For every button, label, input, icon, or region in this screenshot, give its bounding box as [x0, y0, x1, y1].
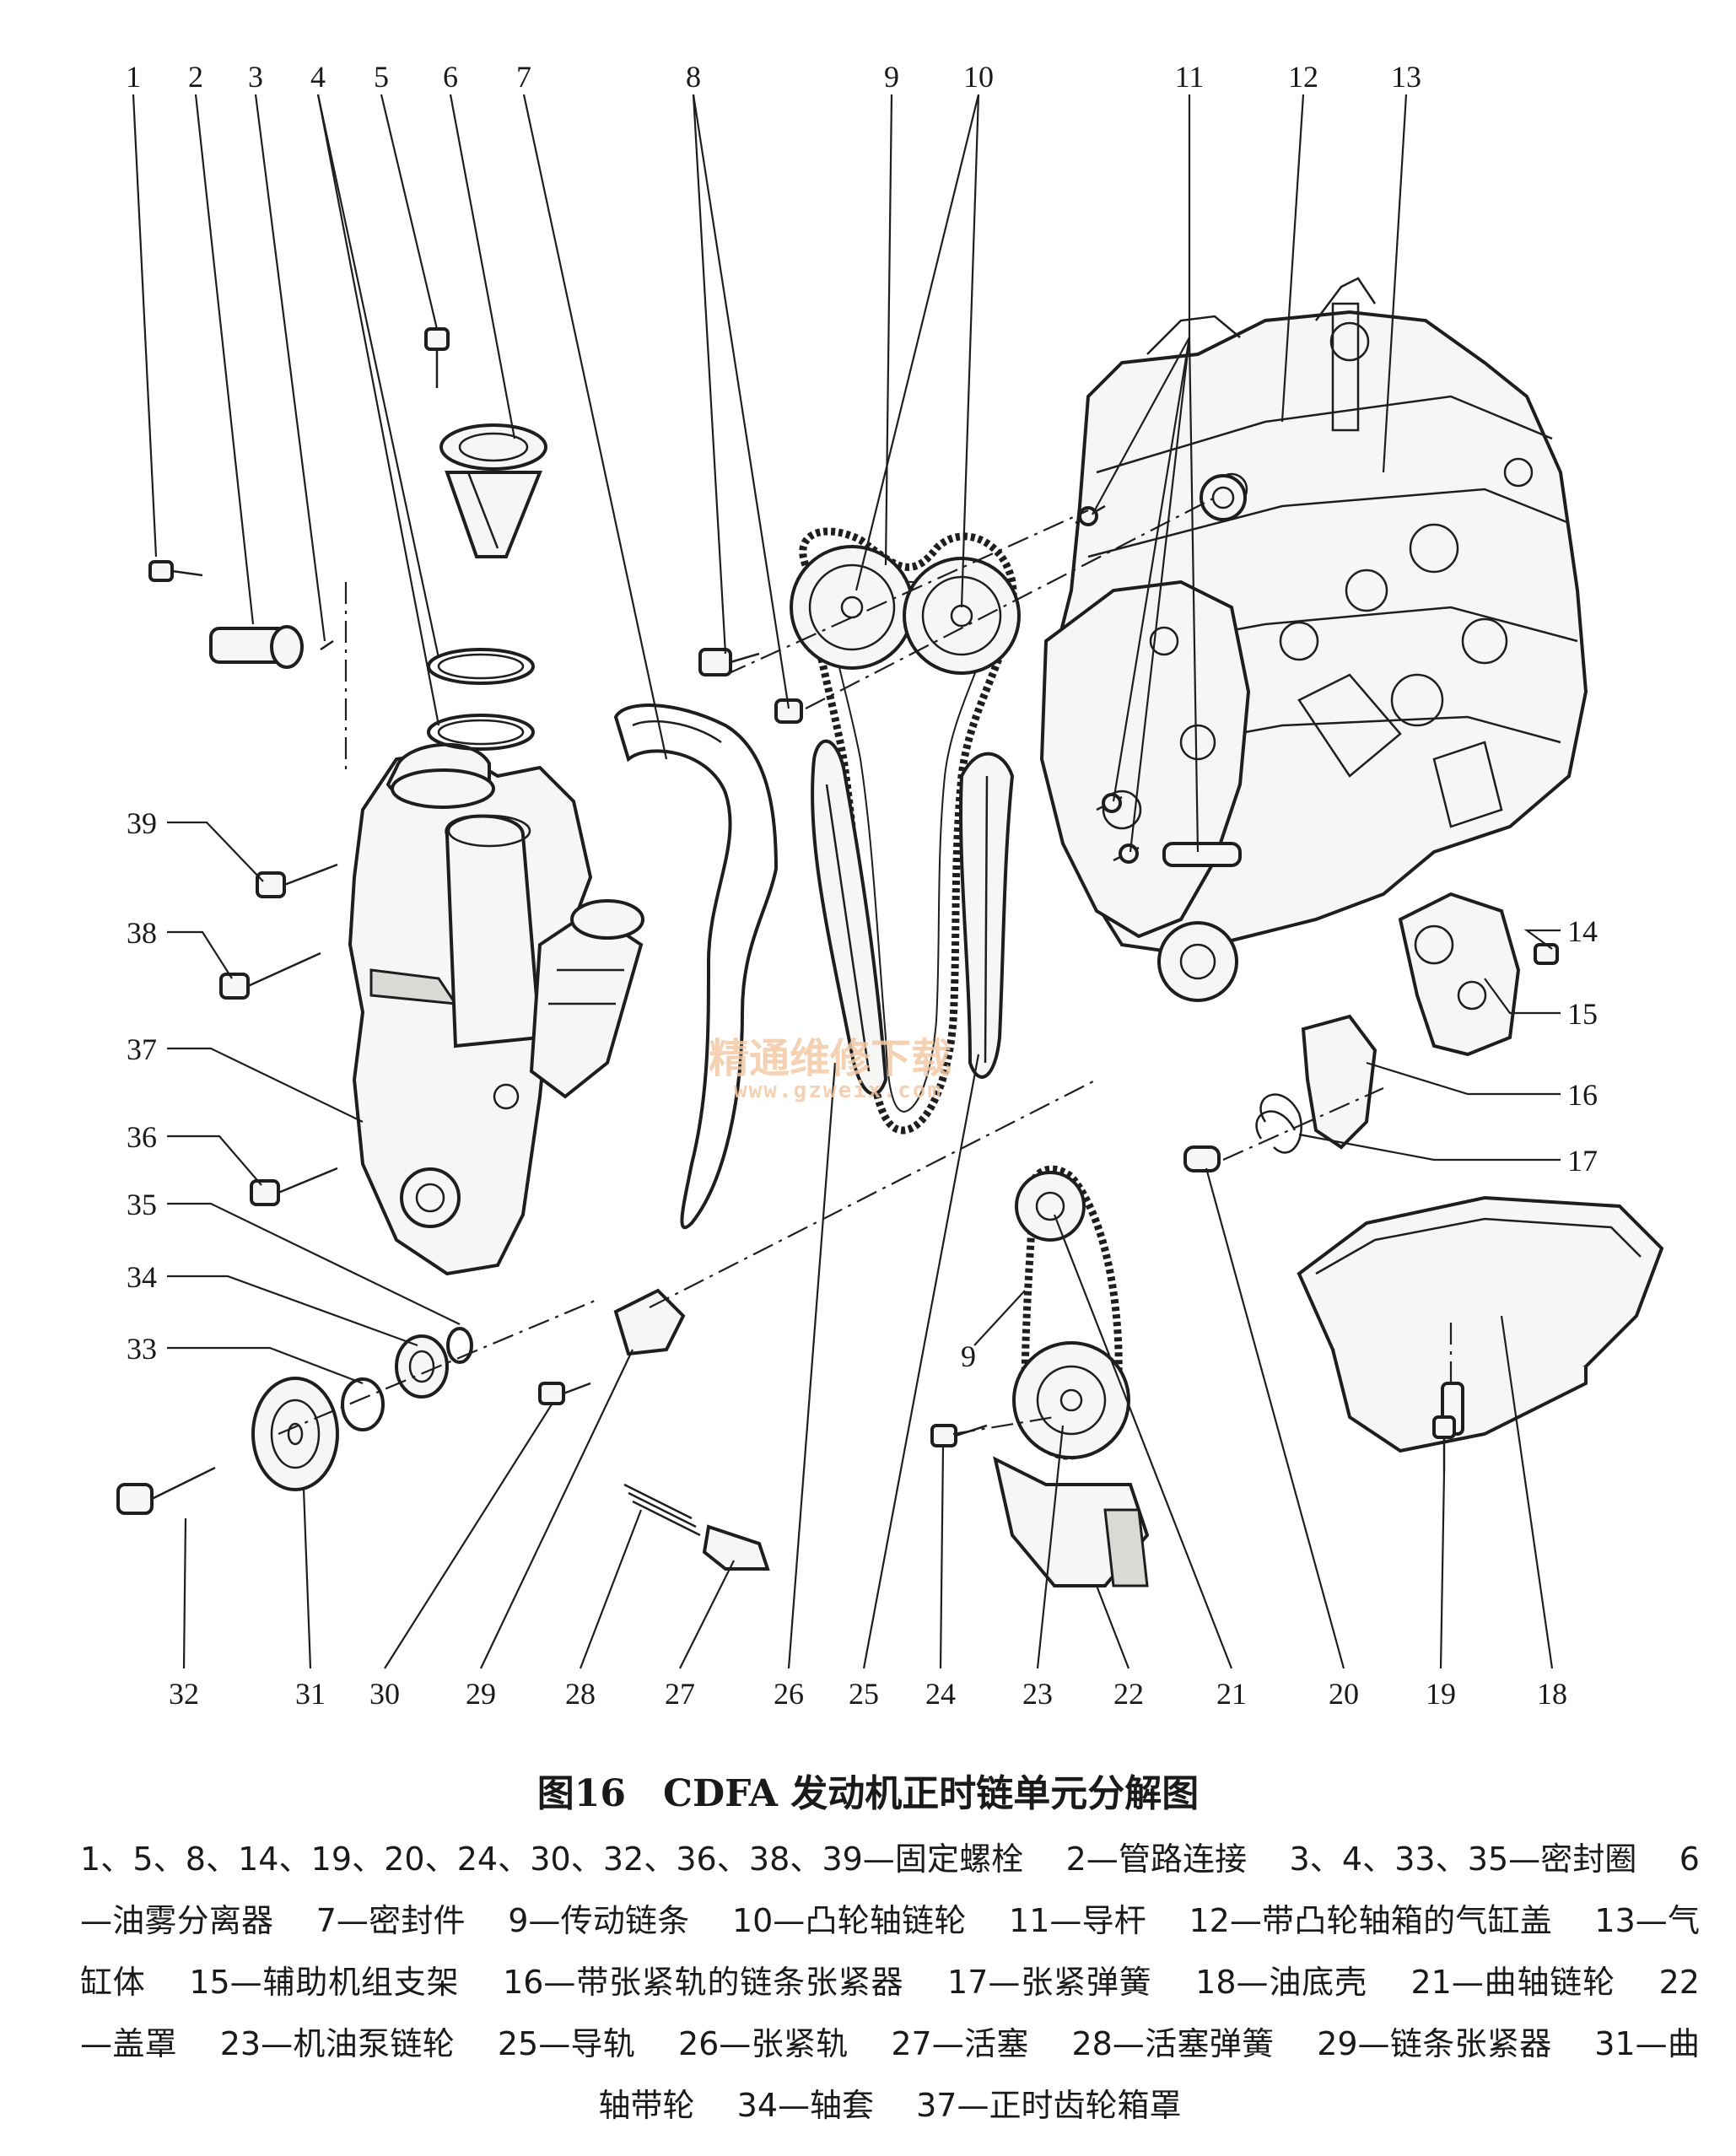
callout-13: 13	[1391, 60, 1421, 94]
callout-3: 3	[248, 60, 263, 94]
callout-25: 25	[849, 1677, 879, 1711]
callout-32: 32	[169, 1677, 199, 1711]
legend-item: 11—导杆	[1009, 1902, 1146, 1939]
timing-cover-assembly	[348, 742, 644, 1276]
legend-item: 15—辅助机组支架	[189, 1964, 460, 2001]
callout-16: 16	[1567, 1078, 1598, 1112]
callout-26: 26	[774, 1677, 804, 1711]
exploded-diagram: 1 2 3 4 5 6 7 8 9 10 11 12 13 39 38 37 3…	[116, 60, 1664, 1711]
legend-item: 31—曲轴带轮	[598, 2025, 1700, 2124]
callout-17: 17	[1567, 1144, 1598, 1178]
callout-9-lower-chain: 9	[961, 1339, 976, 1373]
callout-10: 10	[963, 60, 994, 94]
figure-legend: 1、5、8、14、19、20、24、30、32、36、38、39—固定螺栓 2—…	[80, 1829, 1700, 2137]
callout-11: 11	[1175, 60, 1205, 94]
legend-item: 29—链条张紧器	[1317, 2025, 1552, 2062]
legend-item: 10—凸轮轴链轮	[731, 1902, 967, 1939]
callout-28: 28	[565, 1677, 596, 1711]
legend-item: 9—传动链条	[508, 1902, 690, 1939]
callout-34: 34	[127, 1260, 157, 1294]
oil-pump-chain-drive	[993, 1165, 1150, 1587]
callout-22: 22	[1113, 1677, 1144, 1711]
callout-19: 19	[1426, 1677, 1456, 1711]
legend-item: 21—曲轴链轮	[1410, 1964, 1615, 2001]
callout-21: 21	[1216, 1677, 1247, 1711]
legend-item: 18—油底壳	[1195, 1964, 1367, 2001]
callout-14: 14	[1567, 914, 1598, 948]
legend-item: 3、4、33、35—密封圈	[1289, 1841, 1637, 1878]
callout-38: 38	[127, 916, 157, 950]
callout-39: 39	[127, 806, 157, 840]
callout-30: 30	[369, 1677, 400, 1711]
legend-item: 2—管路连接	[1065, 1841, 1248, 1878]
cylinder-head-and-block	[1039, 277, 1588, 1057]
legend-item: 34—轴套	[736, 2087, 874, 2124]
cover-gasket	[613, 703, 779, 1230]
leader-lines	[132, 94, 1561, 1669]
callout-35: 35	[127, 1188, 157, 1221]
legend-item: 13—气缸体	[80, 1902, 1700, 2001]
watermark-text: 精通维修下载	[709, 1035, 952, 1082]
callout-12: 12	[1288, 60, 1318, 94]
callout-18: 18	[1537, 1677, 1567, 1711]
callout-6: 6	[443, 60, 458, 94]
chain-tensioner-right	[1183, 1014, 1377, 1172]
legend-item: 17—张紧弹簧	[947, 1964, 1152, 2001]
fixing-bolts	[116, 327, 1559, 1515]
callout-20: 20	[1329, 1677, 1359, 1711]
callout-37: 37	[127, 1032, 157, 1066]
diagram-svg: 1 2 3 4 5 6 7 8 9 10 11 12 13 39 38 37 3…	[116, 60, 1664, 1711]
legend-item: 6—油雾分离器	[80, 1841, 1700, 1939]
callout-23: 23	[1022, 1677, 1053, 1711]
callout-5: 5	[374, 60, 389, 94]
legend-item: 12—带凸轮轴箱的气缸盖	[1189, 1902, 1552, 1939]
legend-item: 27—活塞	[891, 2025, 1029, 2062]
oil-separator-insert	[439, 423, 547, 558]
watermark-url: www.gzweix.com	[734, 1078, 943, 1103]
legend-item: 26—张紧轨	[677, 2025, 849, 2062]
callouts-top: 1 2 3 4 5 6 7 8 9 10 11 12 13	[126, 60, 1421, 94]
callouts-bottom: 32 31 30 29 28 27 26 25 24 23 22 21 20 1…	[169, 1677, 1567, 1711]
chain-tensioner-left	[613, 1288, 770, 1571]
legend-item: 37—正时齿轮箱罩	[916, 2087, 1182, 2124]
callout-7: 7	[516, 60, 531, 94]
seal-rings-upper	[427, 648, 535, 751]
callout-31: 31	[295, 1677, 326, 1711]
legend-item: 16—带张紧轨的链条张紧器	[503, 1964, 904, 2001]
callout-4: 4	[310, 60, 326, 94]
crankshaft-pulley-set	[251, 1327, 473, 1491]
legend-item: 28—活塞弹簧	[1071, 2025, 1275, 2062]
callout-2: 2	[188, 60, 203, 94]
legend-item: 7—密封件	[315, 1902, 466, 1939]
callouts-left: 39 38 37 36 35 34 33	[127, 806, 157, 1366]
legend-item: 23—机油泵链轮	[219, 2025, 456, 2062]
legend-item: 1、5、8、14、19、20、24、30、32、36、38、39—固定螺栓	[80, 1841, 1024, 1878]
pipe-connection	[209, 625, 334, 669]
callout-36: 36	[127, 1120, 157, 1154]
callout-27: 27	[665, 1677, 695, 1711]
guide-rods	[1075, 504, 1242, 867]
callout-29: 29	[466, 1677, 496, 1711]
legend-item: 22—盖罩	[80, 1964, 1700, 2062]
callout-24: 24	[925, 1677, 956, 1711]
callouts-right: 14 15 16 17	[1567, 914, 1598, 1178]
callout-9: 9	[884, 60, 899, 94]
callout-15: 15	[1567, 997, 1598, 1031]
assembly-axes	[278, 497, 1453, 1436]
rails	[811, 739, 1015, 1096]
callout-33: 33	[127, 1332, 157, 1366]
figure-title: 图16 CDFA 发动机正时链单元分解图	[536, 1772, 1200, 1815]
callout-1: 1	[126, 60, 141, 94]
oil-pan	[1297, 1195, 1664, 1453]
legend-item: 25—导轨	[497, 2025, 636, 2062]
callout-8: 8	[686, 60, 701, 94]
